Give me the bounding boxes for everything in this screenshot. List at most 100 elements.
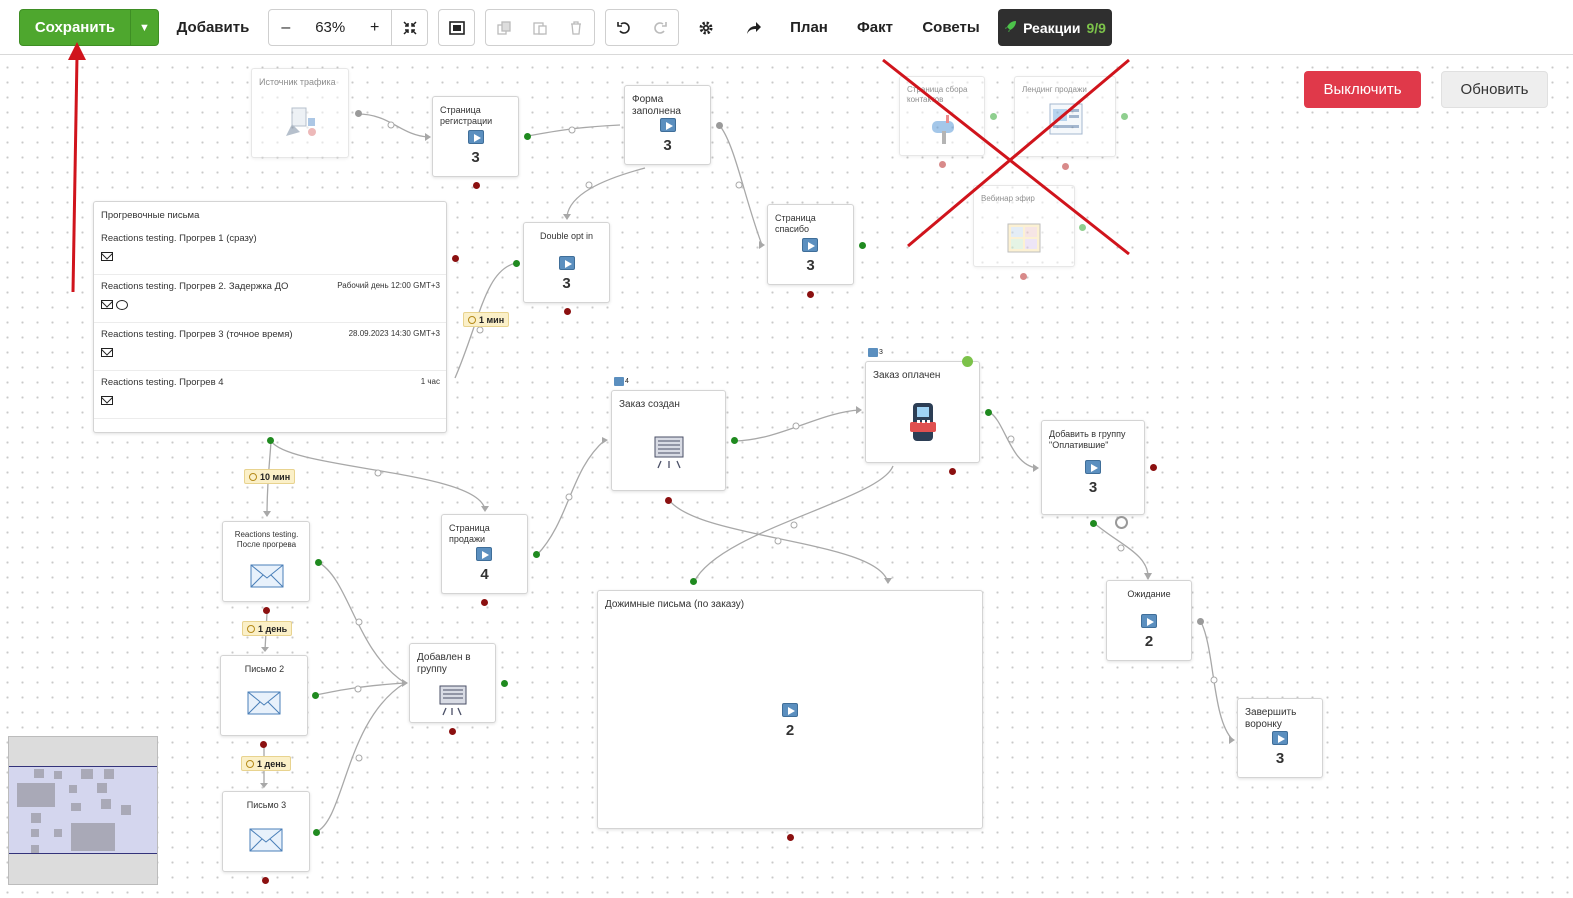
finish-funnel-node[interactable]: Завершить воронку 3 (1237, 698, 1323, 778)
fit-screen-icon[interactable] (438, 9, 475, 46)
share-icon[interactable] (740, 9, 768, 46)
output-port[interactable] (716, 122, 723, 129)
add-button[interactable]: Добавить (176, 19, 250, 36)
zoom-out-button[interactable]: – (281, 18, 291, 36)
success-port[interactable] (513, 260, 520, 267)
fail-port[interactable] (564, 308, 571, 315)
delay-badge[interactable]: 1 мин (463, 312, 510, 327)
list-item[interactable]: Reactions testing. Прогрев 2. Задержка Д… (94, 275, 446, 323)
registration-page-node[interactable]: Страница регистрации 3 (432, 96, 519, 177)
delay-badge[interactable]: 10 мин (244, 469, 296, 484)
copy-icon[interactable] (486, 20, 522, 35)
fail-port[interactable] (787, 834, 794, 841)
success-port[interactable] (533, 551, 540, 558)
email-time: 1 час (420, 377, 440, 386)
undo-icon[interactable] (606, 21, 642, 35)
success-port[interactable] (690, 578, 697, 585)
fail-port[interactable] (1150, 464, 1157, 471)
fact-tab[interactable]: Факт (857, 19, 893, 36)
fail-port[interactable] (1062, 163, 1069, 170)
success-port[interactable] (501, 680, 508, 687)
save-button[interactable]: Сохранить (20, 10, 131, 45)
letter-3-node[interactable]: Письмо 3 (222, 791, 310, 872)
zoom-in-button[interactable]: + (369, 18, 380, 36)
success-port[interactable] (985, 409, 992, 416)
node-title: Прогревочные письма (101, 210, 200, 221)
save-dropdown-icon[interactable]: ▼ (139, 21, 150, 34)
play-icon (468, 130, 484, 144)
fail-port[interactable] (807, 291, 814, 298)
output-port[interactable] (355, 110, 362, 117)
success-port[interactable] (313, 829, 320, 836)
node-title: Страница спасибо (775, 213, 816, 234)
fail-port[interactable] (260, 741, 267, 748)
collapse-icon[interactable] (391, 10, 427, 45)
envelope-icon (249, 828, 283, 854)
minimap[interactable] (8, 736, 158, 885)
envelope-icon (101, 348, 113, 357)
after-warmup-email-node[interactable]: Reactions testing. После прогрева (222, 521, 310, 602)
redo-icon[interactable] (642, 21, 678, 35)
fail-port[interactable] (262, 877, 269, 884)
add-to-paid-group-node[interactable]: Добавить в группу "Оплатившие" 3 (1041, 420, 1145, 515)
reactions-button[interactable]: Реакции 9/9 (998, 9, 1112, 46)
node-title: Ожидание (1127, 589, 1171, 599)
red-cross-annotation (882, 58, 1130, 256)
success-port[interactable] (731, 437, 738, 444)
node-count: 2 (1144, 633, 1154, 650)
success-port[interactable] (315, 559, 322, 566)
email-title: Reactions testing. Прогрев 1 (сразу) (101, 233, 257, 244)
email-title: Reactions testing. Прогрев 3 (точное вре… (101, 329, 293, 340)
success-port[interactable] (990, 113, 997, 120)
list-item[interactable]: Reactions testing. Прогрев 4 1 час (94, 371, 446, 419)
traffic-source-node[interactable]: Источник трафика (251, 68, 349, 158)
node-title: Double opt in (539, 231, 594, 241)
list-item[interactable]: Reactions testing. Прогрев 1 (сразу) (94, 227, 446, 275)
delay-badge[interactable]: 1 день (241, 756, 292, 771)
plan-tab[interactable]: План (790, 19, 828, 36)
disable-button[interactable]: Выключить (1304, 71, 1421, 108)
output-port[interactable] (1197, 618, 1204, 625)
followup-emails-node[interactable]: Дожимные письма (по заказу) 2 (597, 590, 983, 829)
paste-icon[interactable] (522, 21, 558, 35)
fail-port[interactable] (449, 728, 456, 735)
delay-badge[interactable]: 1 день (242, 621, 293, 636)
contacts-page-node[interactable]: Страница сбора контактов (899, 76, 985, 156)
success-port[interactable] (859, 242, 866, 249)
node-title: Лендинг продажи (1022, 85, 1087, 94)
list-item[interactable]: Reactions testing. Прогрев 3 (точное вре… (94, 323, 446, 371)
success-port[interactable] (1079, 224, 1086, 231)
order-created-node[interactable]: Заказ создан (611, 390, 726, 491)
sales-page-node[interactable]: Страница продажи 4 (441, 514, 528, 594)
form-filled-node[interactable]: Форма заполнена 3 (624, 85, 711, 165)
envelope-icon (247, 691, 281, 717)
success-port[interactable] (524, 133, 531, 140)
fail-port[interactable] (481, 599, 488, 606)
fail-port[interactable] (473, 182, 480, 189)
fail-port[interactable] (1020, 273, 1027, 280)
order-paid-node[interactable]: Заказ оплачен (865, 356, 980, 463)
success-port[interactable] (267, 437, 274, 444)
save-button-group: Сохранить ▼ (19, 9, 159, 46)
double-opt-in-node[interactable]: Double opt in 3 (523, 222, 610, 303)
waiting-node[interactable]: Ожидание 2 (1106, 580, 1192, 661)
refresh-button[interactable]: Обновить (1441, 71, 1548, 108)
fail-port[interactable] (949, 468, 956, 475)
fail-port[interactable] (452, 255, 459, 262)
play-icon (559, 256, 575, 270)
tips-tab[interactable]: Советы (922, 19, 980, 36)
fail-port[interactable] (939, 161, 946, 168)
disabled-icon[interactable] (1115, 516, 1128, 529)
success-port[interactable] (1090, 520, 1097, 527)
success-port[interactable] (1121, 113, 1128, 120)
gear-icon[interactable] (692, 9, 720, 46)
letter-2-node[interactable]: Письмо 2 (220, 655, 308, 736)
thank-you-page-node[interactable]: Страница спасибо 3 (767, 204, 854, 285)
fail-port[interactable] (665, 497, 672, 504)
play-icon (1272, 731, 1288, 745)
fail-port[interactable] (263, 607, 270, 614)
added-to-group-node[interactable]: Добавлен в группу (409, 643, 496, 723)
warmup-emails-node[interactable]: Прогревочные письма Reactions testing. П… (93, 201, 447, 433)
trash-icon[interactable] (558, 20, 594, 35)
success-port[interactable] (312, 692, 319, 699)
